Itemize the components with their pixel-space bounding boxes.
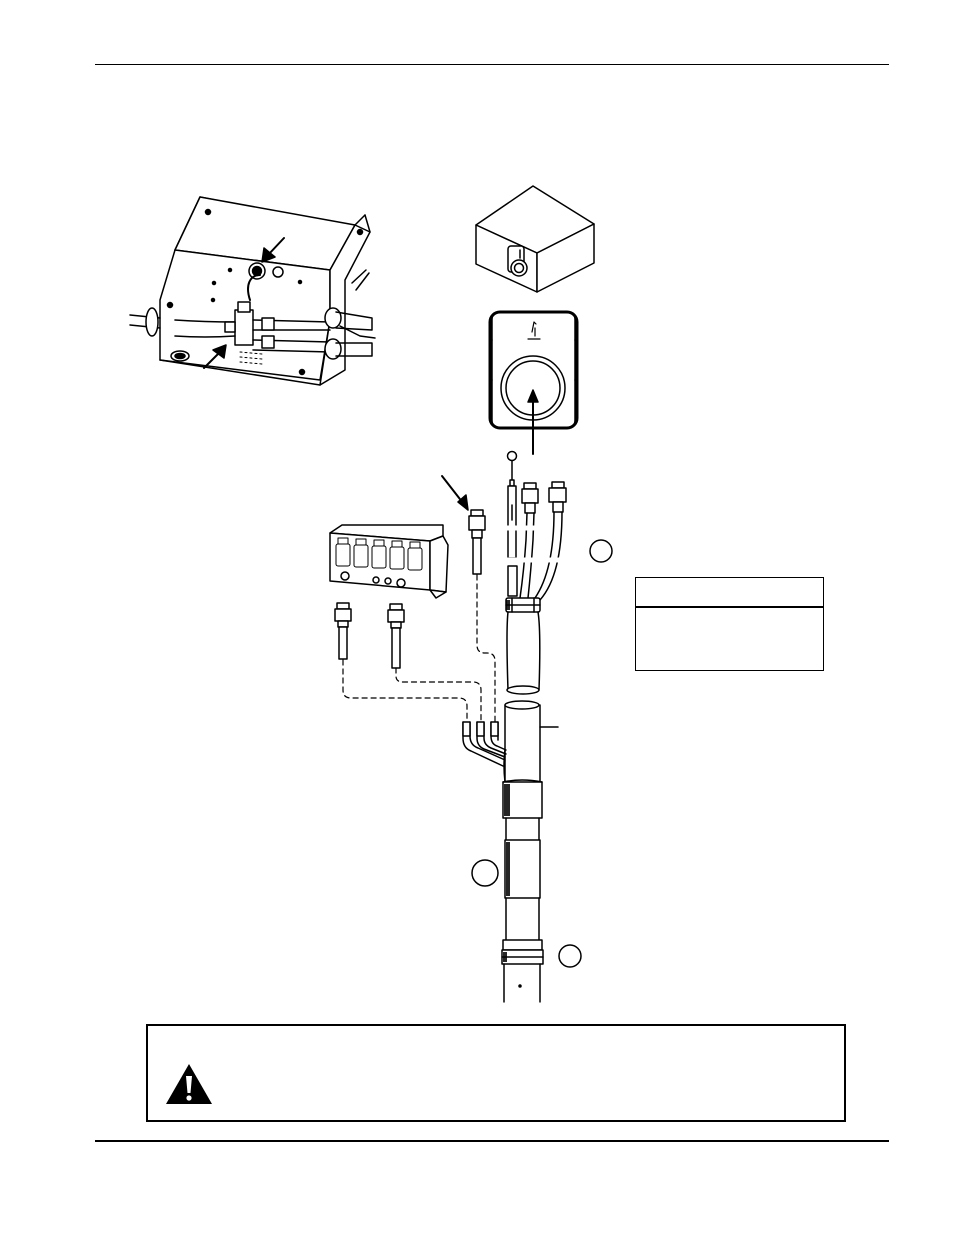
legend-table	[635, 577, 824, 671]
callout-label-3	[559, 945, 581, 967]
arrow-fitting-upper	[261, 237, 285, 263]
header-rule	[95, 64, 889, 65]
callout-circle-2	[471, 859, 499, 887]
callout-label-1	[590, 540, 612, 562]
power-supply-chassis	[129, 196, 376, 386]
callout-circle-3	[558, 944, 582, 968]
loose-fitting-left	[334, 602, 352, 660]
connector-detail-inset	[488, 310, 579, 430]
lower-lead-assembly	[462, 700, 559, 1006]
callout-circle-1	[589, 539, 613, 563]
lead-shading	[503, 600, 510, 962]
legend-header-rule	[636, 606, 823, 608]
arrow-loose-fitting	[441, 475, 469, 511]
caution-box	[146, 1024, 846, 1122]
loose-fitting-middle	[387, 603, 405, 669]
arrow-to-connector	[527, 389, 539, 455]
footer-rule	[95, 1140, 889, 1142]
lead-end-fittings	[501, 450, 567, 695]
hose-routing-lines	[342, 574, 496, 723]
callout-label-2	[474, 862, 496, 884]
arrow-fitting-lower	[203, 344, 227, 369]
manifold-block	[329, 524, 449, 599]
ignition-console-box	[475, 185, 595, 293]
warning-triangle-icon	[164, 1062, 214, 1111]
loose-fitting-right	[468, 509, 486, 575]
